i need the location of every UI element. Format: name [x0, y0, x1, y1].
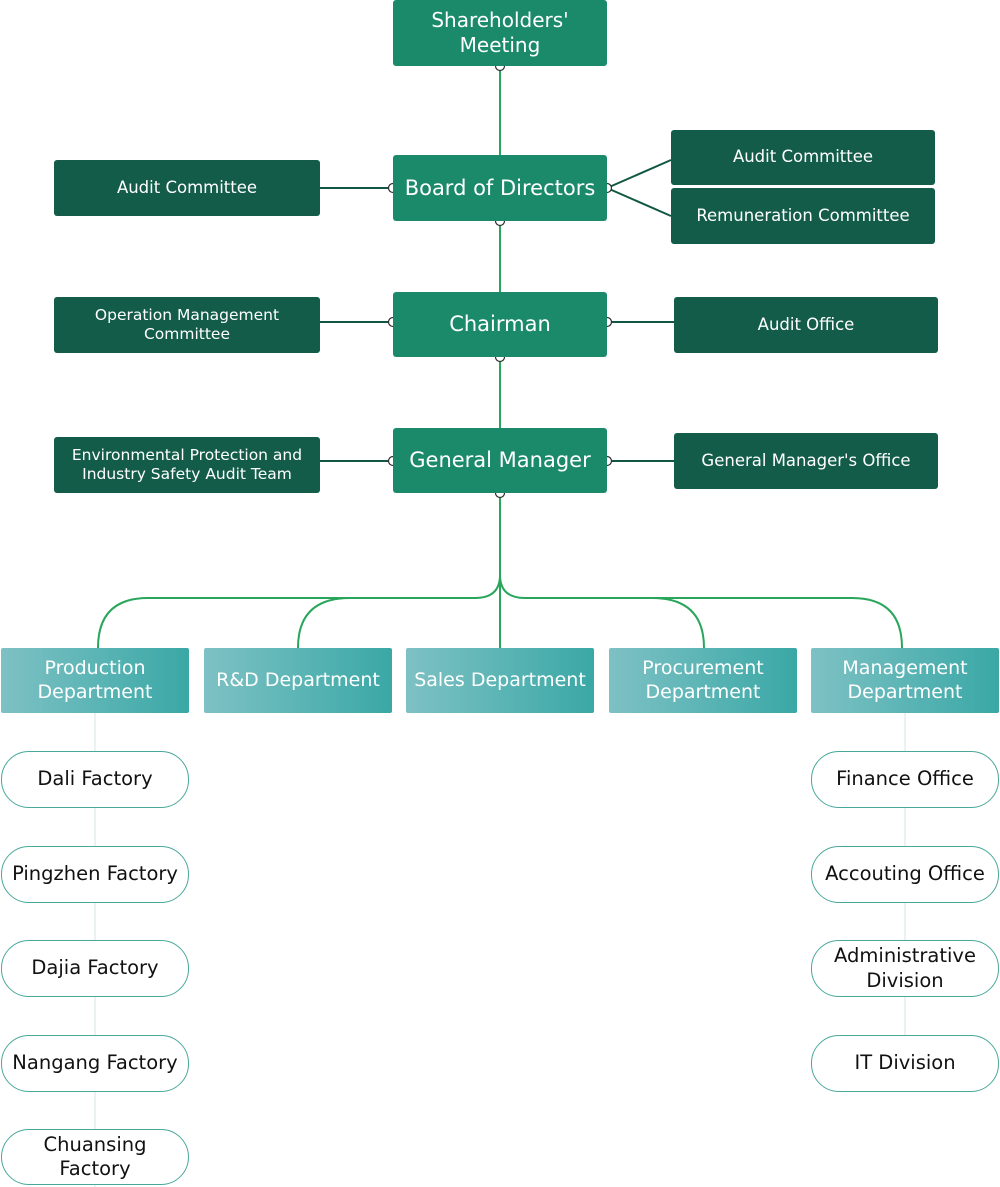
- unit-label: Finance Office: [836, 767, 974, 791]
- unit-label: Administrative Division: [834, 944, 976, 992]
- node-label: Operation Management Committee: [94, 305, 280, 343]
- node-board-audit-committee: Audit Committee: [54, 160, 320, 216]
- node-label: Audit Committee: [732, 147, 874, 167]
- dept-management: Management Department: [811, 648, 999, 713]
- unit-it-division: IT Division: [811, 1035, 999, 1092]
- node-label: Environmental Protection and Industry Sa…: [71, 445, 303, 483]
- dept-label: Sales Department: [414, 668, 586, 691]
- unit-pingzhen-factory: Pingzhen Factory: [1, 846, 189, 903]
- node-operation-management-committee: Operation Management Committee: [54, 297, 320, 353]
- node-label: Shareholders' Meeting: [431, 8, 569, 57]
- branch-production: [97, 574, 501, 649]
- node-label: General Manager: [409, 448, 591, 473]
- node-label: Remuneration Committee: [696, 205, 910, 225]
- node-audit-office: Audit Office: [674, 297, 938, 353]
- unit-label: Chuansing Factory: [43, 1132, 147, 1180]
- unit-label: Accouting Office: [825, 862, 985, 886]
- node-label: Audit Committee: [116, 177, 258, 197]
- node-general-managers-office: General Manager's Office: [674, 433, 938, 489]
- unit-label: Pingzhen Factory: [12, 862, 178, 886]
- line-board-right-1: [606, 159, 672, 189]
- unit-nangang-factory: Nangang Factory: [1, 1035, 189, 1092]
- node-shareholders-meeting: Shareholders' Meeting: [393, 0, 607, 66]
- unit-dali-factory: Dali Factory: [1, 751, 189, 808]
- unit-label: IT Division: [854, 1051, 956, 1075]
- node-audit-committee-right: Audit Committee: [671, 130, 935, 185]
- dept-rd: R&D Department: [204, 648, 392, 713]
- branch-procurement: [651, 597, 705, 649]
- dept-procurement: Procurement Department: [609, 648, 797, 713]
- branch-management: [499, 574, 903, 649]
- branch-rd: [297, 597, 351, 649]
- dept-label: Procurement Department: [642, 656, 764, 703]
- node-environmental-safety-audit-team: Environmental Protection and Industry Sa…: [54, 437, 320, 493]
- unit-finance-office: Finance Office: [811, 751, 999, 808]
- unit-chuansing-factory: Chuansing Factory: [1, 1129, 189, 1185]
- node-label: Audit Office: [757, 314, 855, 334]
- node-label: Board of Directors: [404, 175, 596, 200]
- node-label: Chairman: [449, 312, 551, 337]
- dept-label: R&D Department: [216, 668, 380, 691]
- dept-sales: Sales Department: [406, 648, 594, 713]
- node-general-manager: General Manager: [393, 428, 607, 493]
- node-remuneration-committee: Remuneration Committee: [671, 188, 935, 244]
- unit-label: Nangang Factory: [12, 1051, 178, 1075]
- dept-label: Management Department: [842, 656, 968, 703]
- node-label: General Manager's Office: [701, 450, 911, 470]
- unit-administrative-division: Administrative Division: [811, 940, 999, 997]
- unit-dajia-factory: Dajia Factory: [1, 940, 189, 997]
- node-chairman: Chairman: [393, 292, 607, 357]
- dept-label: Production Department: [37, 656, 153, 703]
- node-board-of-directors: Board of Directors: [393, 155, 607, 221]
- unit-label: Dali Factory: [37, 767, 153, 791]
- unit-label: Dajia Factory: [31, 956, 159, 980]
- dept-production: Production Department: [1, 648, 189, 713]
- unit-accouting-office: Accouting Office: [811, 846, 999, 903]
- line-board-right-2: [606, 187, 672, 217]
